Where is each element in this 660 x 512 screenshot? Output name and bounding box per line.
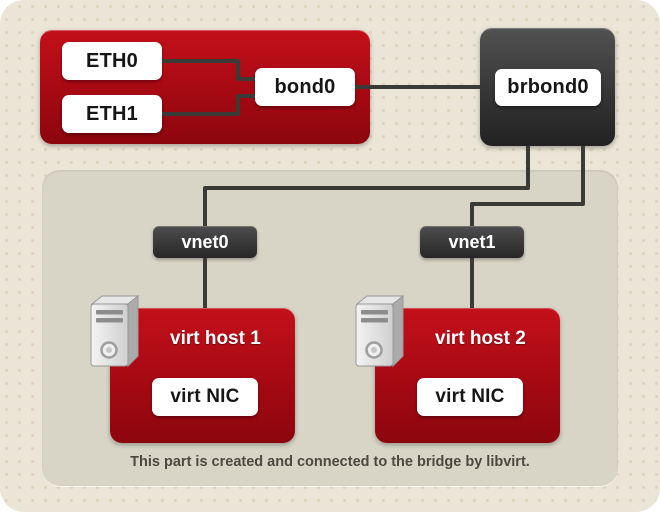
vnet1-node: vnet1 xyxy=(420,226,524,258)
eth1-label: ETH1 xyxy=(86,102,138,125)
bond-group: ETH0 ETH1 bond0 xyxy=(40,30,370,144)
brbond0-node: brbond0 xyxy=(495,69,601,106)
diagram-caption: This part is created and connected to th… xyxy=(130,454,530,470)
virt-nic-1-node: virt NIC xyxy=(152,378,258,416)
brbond0-label: brbond0 xyxy=(507,76,589,98)
eth0-label: ETH0 xyxy=(86,49,138,72)
server-icon xyxy=(86,294,144,374)
vnet0-node: vnet0 xyxy=(153,226,257,258)
virt-host-2-node: virt host 2 virt NIC xyxy=(355,294,560,443)
virt-nic-2-label: virt NIC xyxy=(435,386,505,407)
eth0-node: ETH0 xyxy=(62,42,162,80)
vnet1-label: vnet1 xyxy=(448,231,496,252)
virt-host-2-label: virt host 2 xyxy=(435,328,526,349)
virt-nic-2-node: virt NIC xyxy=(417,378,523,416)
bond0-label: bond0 xyxy=(274,75,336,98)
bond0-node: bond0 xyxy=(255,68,355,106)
virt-host-1-node: virt host 1 virt NIC xyxy=(90,294,295,443)
virt-host-1-label: virt host 1 xyxy=(170,328,261,349)
virt-nic-1-label: virt NIC xyxy=(170,386,240,407)
vnet0-label: vnet0 xyxy=(181,231,229,252)
eth1-node: ETH1 xyxy=(62,95,162,133)
server-icon xyxy=(351,294,409,374)
bridge-group: brbond0 xyxy=(480,28,615,146)
